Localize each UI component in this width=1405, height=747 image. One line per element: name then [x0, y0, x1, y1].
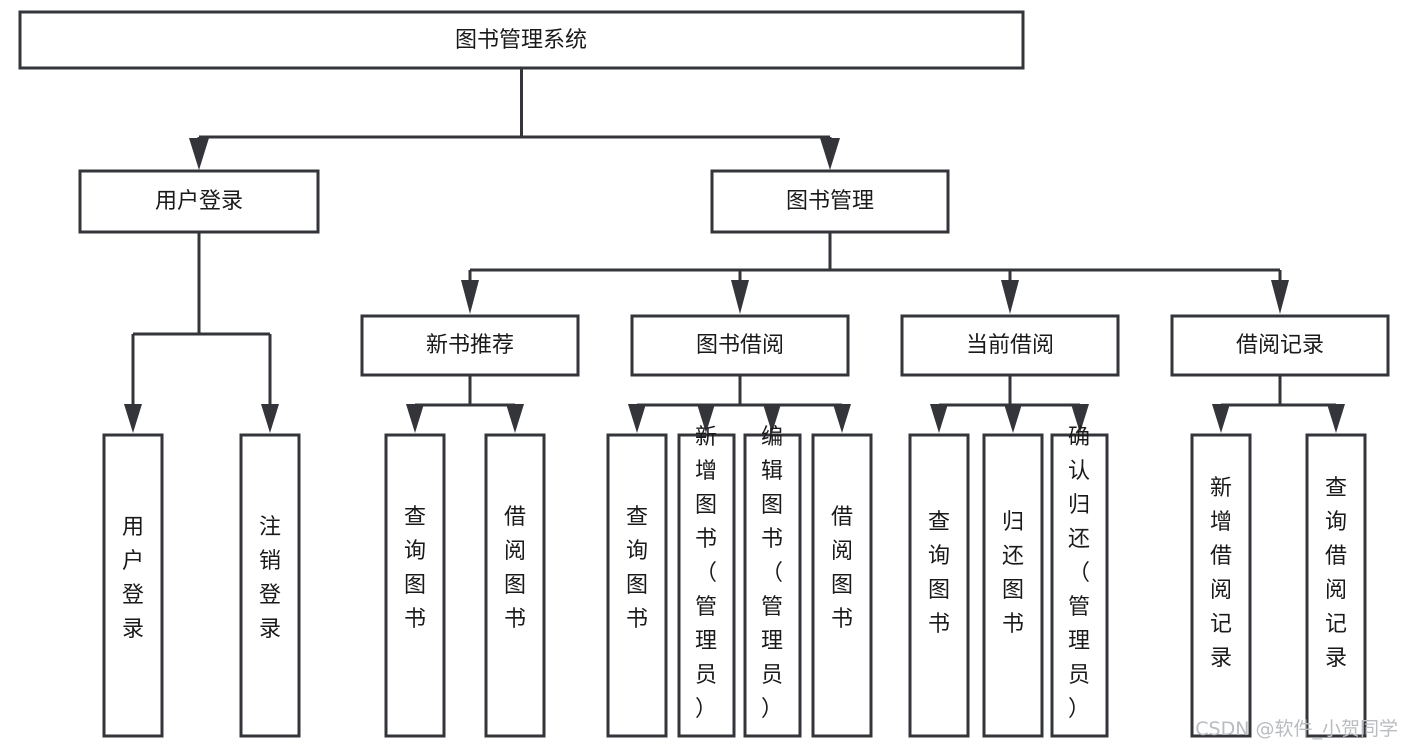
- node-book-borrow-label: 图书借阅: [696, 333, 784, 358]
- node-leaf-add-borrow-record-box[interactable]: [1190, 433, 1252, 738]
- node-user-login[interactable]: 用户登录: [78, 169, 320, 234]
- arrow-to-leaf-return-book: [1004, 404, 1022, 433]
- node-leaf-return-book-label: 归还图书: [1002, 510, 1024, 637]
- node-leaf-edit-book-admin[interactable]: 编辑图书（管理员）: [743, 425, 802, 738]
- node-borrow-record-label: 借阅记录: [1236, 333, 1324, 358]
- arrow-to-current-borrow: [1001, 280, 1019, 314]
- node-new-book-recommend[interactable]: 新书推荐: [360, 314, 580, 377]
- node-leaf-add-borrow-record[interactable]: 新增借阅记录: [1190, 433, 1252, 738]
- node-leaf-query-book-2-box[interactable]: [606, 433, 668, 738]
- arrow-to-leaf-borrow-book-1: [506, 404, 524, 433]
- node-leaf-confirm-return-admin-label: 确认归还（管理员）: [1068, 425, 1090, 722]
- node-leaf-query-book-3-box[interactable]: [908, 433, 970, 738]
- node-leaf-add-borrow-record-label: 新增借阅记录: [1210, 476, 1232, 671]
- node-leaf-query-book-2-label: 查询图书: [626, 505, 648, 632]
- arrow-to-borrow-record: [1271, 280, 1289, 314]
- node-leaf-query-borrow-record[interactable]: 查询借阅记录: [1305, 433, 1367, 738]
- node-leaf-return-book[interactable]: 归还图书: [982, 433, 1044, 738]
- node-leaf-query-borrow-record-label: 查询借阅记录: [1325, 476, 1347, 671]
- watermark-label: CSDN @软件_小贺同学: [1195, 718, 1398, 740]
- node-leaf-query-book-1[interactable]: 查询图书: [384, 433, 446, 738]
- node-book-manage-box[interactable]: [710, 169, 950, 234]
- node-leaf-query-borrow-record-box[interactable]: [1305, 433, 1367, 738]
- node-leaf-borrow-book-1[interactable]: 借阅图书: [484, 433, 546, 738]
- node-leaf-add-book-admin-label: 新增图书（管理员）: [695, 425, 717, 722]
- node-current-borrow-box[interactable]: [900, 314, 1120, 377]
- node-new-book-recommend-box[interactable]: [360, 314, 580, 377]
- node-book-manage[interactable]: 图书管理: [710, 169, 950, 234]
- node-leaf-query-book-3-label: 查询图书: [928, 510, 950, 637]
- node-leaf-borrow-book-1-box[interactable]: [484, 433, 546, 738]
- node-leaf-logout-login-label: 注销登录: [259, 515, 281, 642]
- node-user-login-box[interactable]: [78, 169, 320, 234]
- node-root-box[interactable]: [18, 10, 1025, 70]
- node-leaf-add-book-admin[interactable]: 新增图书（管理员）: [677, 425, 736, 738]
- node-layer: 图书管理系统 用户登录 图书管理 新书推荐 图书借阅 当前: [18, 10, 1390, 738]
- arrow-to-leaf-user-login: [124, 404, 142, 433]
- arrow-to-leaf-query-book-2: [628, 404, 646, 433]
- node-book-manage-label: 图书管理: [786, 189, 874, 214]
- arrow-to-leaf-borrow-book-2: [833, 404, 851, 433]
- arrow-to-leaf-add-book-admin: [697, 404, 715, 433]
- node-borrow-record-box[interactable]: [1170, 314, 1390, 377]
- connector-layer: [124, 68, 1345, 433]
- node-leaf-add-book-admin-box[interactable]: [677, 433, 736, 738]
- node-leaf-query-book-1-box[interactable]: [384, 433, 446, 738]
- arrow-to-leaf-confirm-return-admin: [1071, 404, 1089, 433]
- arrow-to-leaf-query-book-1: [406, 404, 424, 433]
- node-book-borrow-box[interactable]: [630, 314, 850, 377]
- node-leaf-query-book-1-label: 查询图书: [404, 505, 426, 632]
- arrow-to-leaf-query-book-3: [930, 404, 948, 433]
- node-root[interactable]: 图书管理系统: [18, 10, 1025, 70]
- node-leaf-edit-book-admin-label: 编辑图书（管理员）: [761, 425, 783, 722]
- node-leaf-borrow-book-1-label: 借阅图书: [504, 505, 526, 632]
- node-leaf-logout-login-box[interactable]: [239, 433, 301, 738]
- node-leaf-borrow-book-2-box[interactable]: [811, 433, 873, 738]
- node-leaf-edit-book-admin-box[interactable]: [743, 433, 802, 738]
- arrow-to-new-book-recommend: [461, 280, 479, 314]
- arrow-to-leaf-logout-login: [261, 404, 279, 433]
- node-leaf-return-book-box[interactable]: [982, 433, 1044, 738]
- arrow-to-user-login: [189, 138, 209, 170]
- arrow-to-leaf-edit-book-admin: [763, 404, 781, 433]
- node-leaf-logout-login[interactable]: 注销登录: [239, 433, 301, 738]
- node-leaf-user-login-box[interactable]: [102, 433, 164, 738]
- node-root-label: 图书管理系统: [455, 28, 587, 53]
- arrow-to-book-manage: [820, 138, 840, 170]
- node-leaf-borrow-book-2[interactable]: 借阅图书: [811, 433, 873, 738]
- node-leaf-user-login-label: 用户登录: [122, 515, 144, 642]
- node-leaf-borrow-book-2-label: 借阅图书: [831, 505, 853, 632]
- node-leaf-query-book-2[interactable]: 查询图书: [606, 433, 668, 738]
- node-leaf-query-book-3[interactable]: 查询图书: [908, 433, 970, 738]
- arrow-to-leaf-query-borrow-record: [1327, 404, 1345, 433]
- node-leaf-confirm-return-admin-box[interactable]: [1050, 433, 1109, 738]
- node-current-borrow-label: 当前借阅: [966, 333, 1054, 358]
- node-borrow-record[interactable]: 借阅记录: [1170, 314, 1390, 377]
- node-leaf-user-login[interactable]: 用户登录: [102, 433, 164, 738]
- node-current-borrow[interactable]: 当前借阅: [900, 314, 1120, 377]
- node-new-book-recommend-label: 新书推荐: [426, 333, 514, 358]
- arrow-to-book-borrow: [731, 280, 749, 314]
- arrow-to-leaf-add-borrow-record: [1212, 404, 1230, 433]
- node-book-borrow[interactable]: 图书借阅: [630, 314, 850, 377]
- node-user-login-label: 用户登录: [155, 189, 243, 214]
- node-leaf-confirm-return-admin[interactable]: 确认归还（管理员）: [1050, 425, 1109, 738]
